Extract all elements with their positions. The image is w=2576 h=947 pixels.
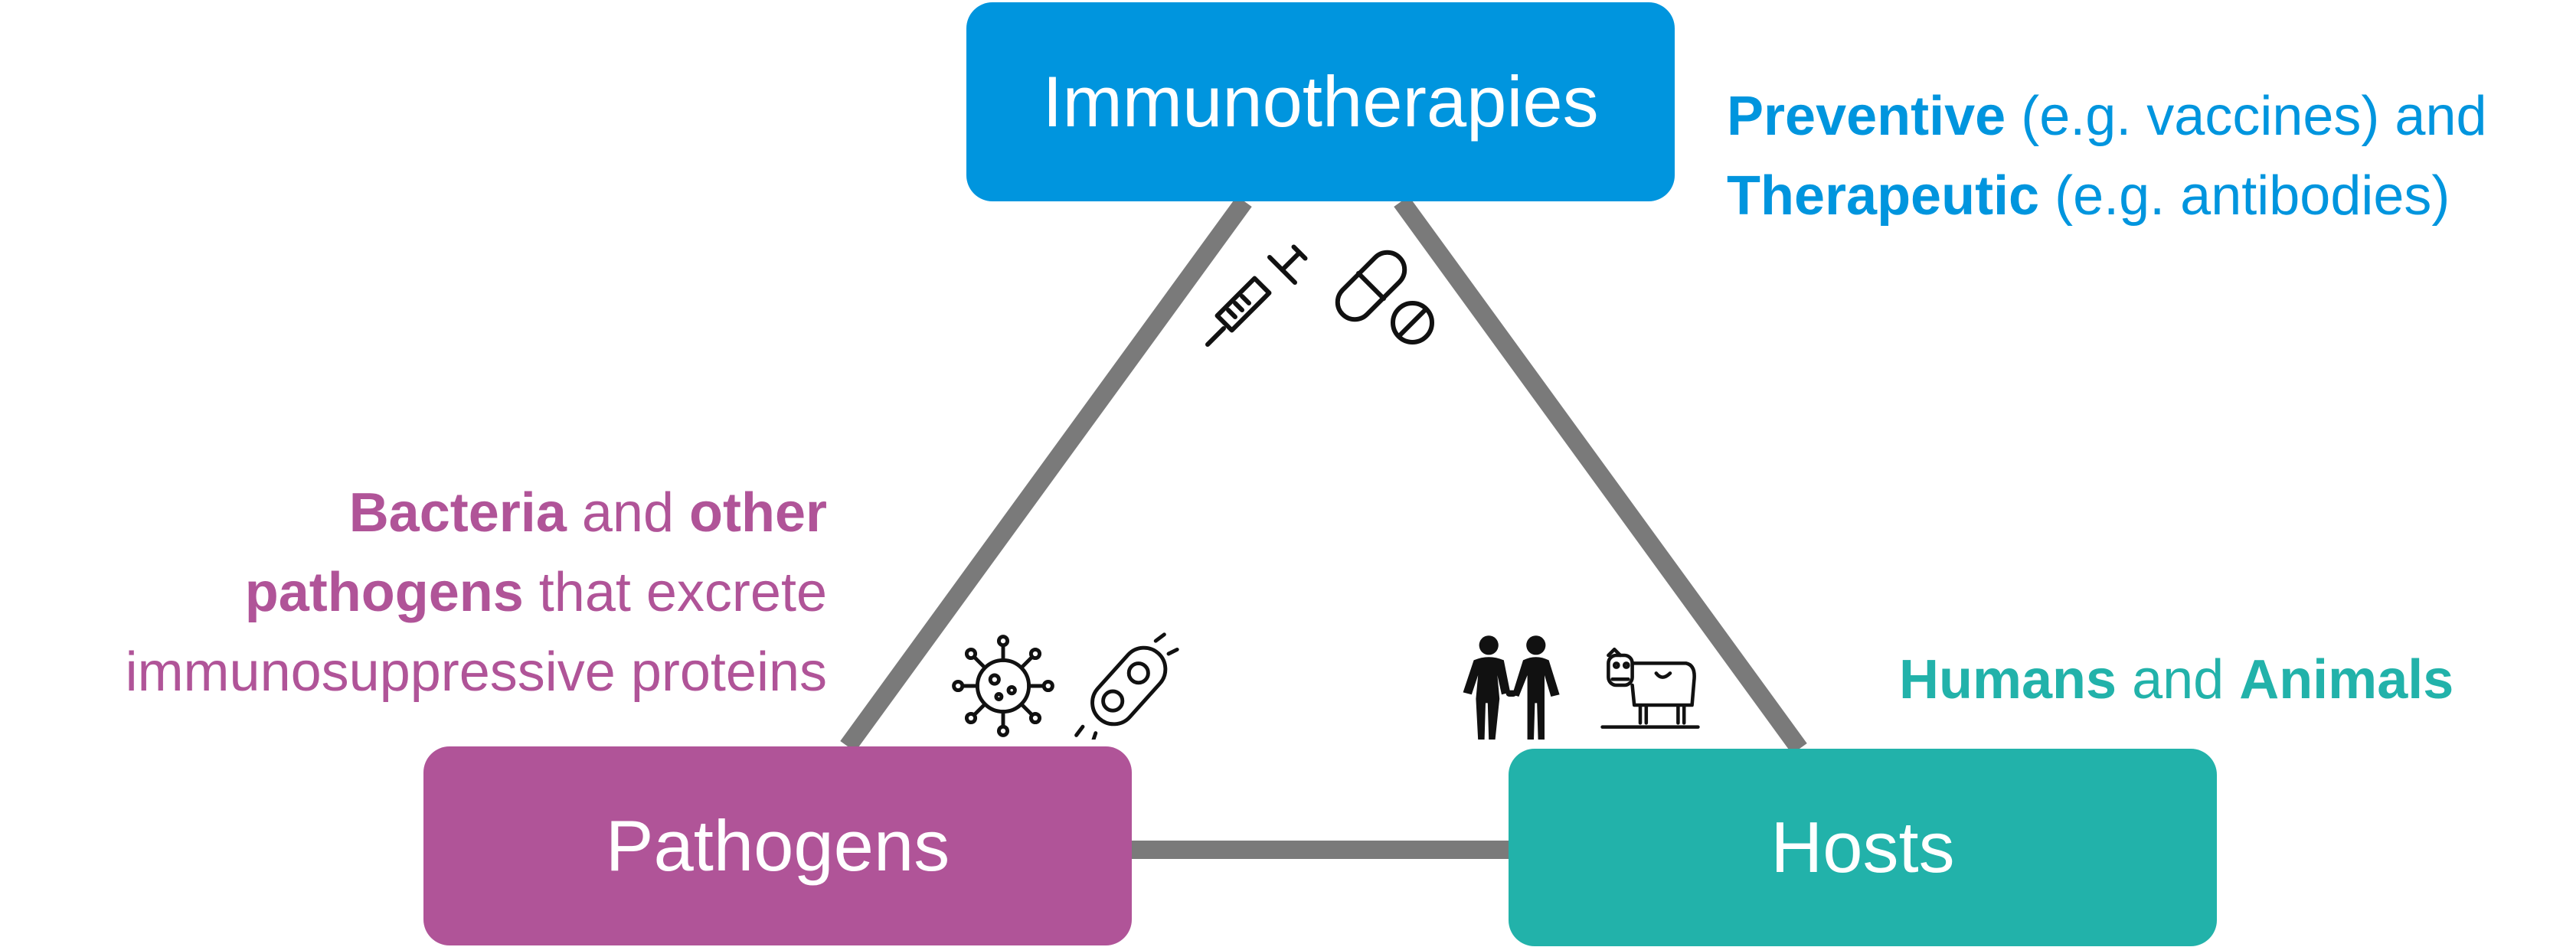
pathogens-annotation: Bacteria and other pathogens that excret… — [31, 473, 827, 712]
therapeutic-label: Therapeutic — [1727, 165, 2040, 227]
edge-immuno-hosts — [1394, 195, 1807, 755]
hosts-and-text: and — [2117, 649, 2240, 710]
bacteria-label: Bacteria — [348, 482, 567, 544]
excrete-text: that excrete — [523, 562, 827, 623]
pathogens-label: Pathogens — [605, 805, 950, 886]
therapeutic-example: (e.g. antibodies) — [2039, 165, 2450, 227]
edge-immuno-pathogens — [840, 195, 1252, 753]
pathogens-node: Pathogens — [423, 746, 1132, 945]
people-icon — [1463, 635, 1560, 740]
pathogens-annotation-line-3: immunosuppressive proteins — [125, 642, 827, 703]
cow-icon — [1600, 647, 1700, 729]
hosts-label: Hosts — [1770, 807, 1955, 887]
animals-label: Animals — [2239, 649, 2454, 710]
virus-icon — [952, 635, 1054, 737]
immunotherapies-annotation-line-2: Therapeutic (e.g. antibodies) — [1727, 156, 2561, 236]
hosts-annotation: Humans and Animals — [1899, 640, 2558, 720]
humans-label: Humans — [1899, 649, 2117, 710]
preventive-label: Preventive — [1727, 86, 2006, 147]
pill-icon — [1335, 250, 1434, 345]
immunotherapies-annotation: Preventive (e.g. vaccines) and Therapeut… — [1727, 77, 2561, 236]
and-text: and — [566, 482, 689, 544]
pathogens-annotation-line-1: Bacteria and other — [31, 473, 827, 553]
syringe-icon — [1205, 244, 1308, 347]
pathogens-annotation-line-2: pathogens that excrete — [31, 553, 827, 632]
preventive-example: (e.g. vaccines) and — [2006, 86, 2487, 147]
immunotherapies-node: Immunotherapies — [966, 2, 1675, 201]
hosts-node: Hosts — [1509, 749, 2217, 946]
hosts-annotation-line: Humans and Animals — [1899, 640, 2558, 720]
pathogens-bold-label: pathogens — [244, 562, 524, 623]
bacterium-icon — [1074, 632, 1179, 740]
immunotherapies-annotation-line-1: Preventive (e.g. vaccines) and — [1727, 77, 2561, 156]
other-label: other — [689, 482, 827, 544]
immunotherapies-label: Immunotherapies — [1042, 61, 1599, 142]
